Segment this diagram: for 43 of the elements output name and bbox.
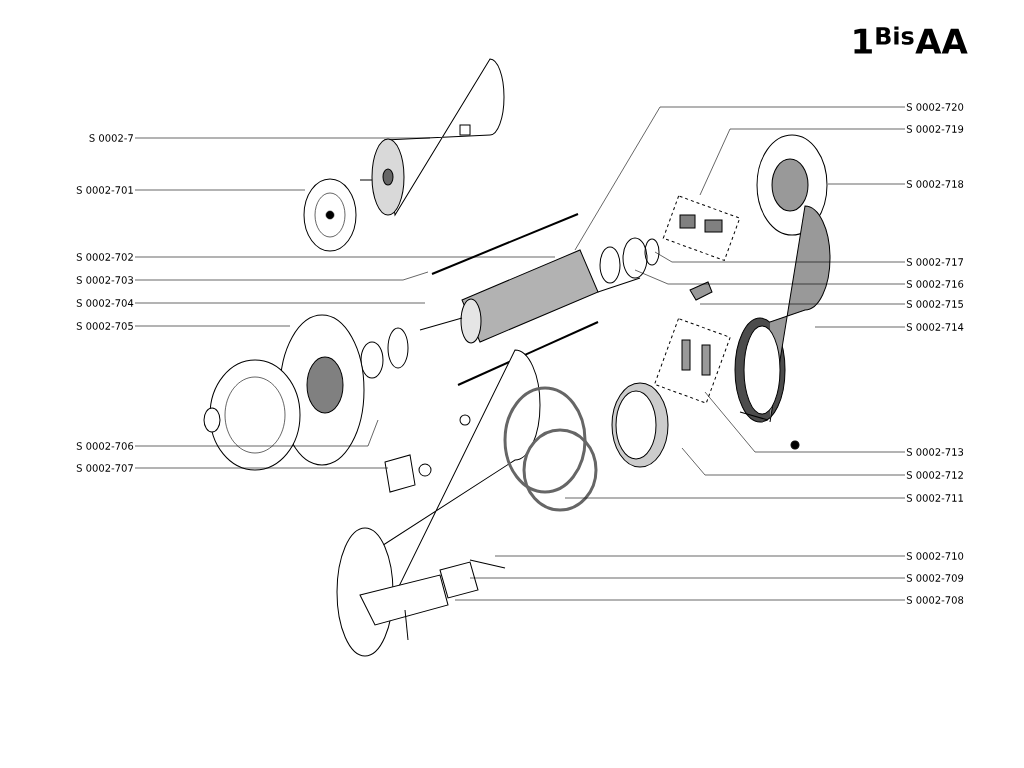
leader-line [134,419,379,447]
leader-line [454,599,906,601]
part-number: S 0002-703 [76,276,133,284]
leader-line [134,467,389,469]
part-number: S 0002-720 [906,103,964,111]
part-number: S 0002-709 [906,574,964,582]
part-number: S 0002-707 [76,464,133,472]
part-number: S 0002-711 [906,494,963,502]
leader-line [681,447,906,476]
part-number: S 0002-701 [76,186,133,194]
part-number: S 0002-702 [76,253,133,261]
part-number: S 0002-706 [76,442,134,450]
leader-line [704,391,906,453]
part-number: S 0002-718 [906,180,964,188]
leader-line [699,128,906,196]
part-number: S 0002-708 [906,596,964,604]
leader-line [134,325,291,327]
leader-line [134,271,429,281]
leader-line [564,497,906,499]
leader-line [469,577,906,579]
title: 1$^{Bis}$AA [854,26,968,54]
leader-line [699,303,906,305]
leader-line [134,256,556,258]
leader-line [134,137,431,139]
leader-line [634,269,906,285]
leader-line [574,106,906,251]
part-number: S 0002-710 [906,552,964,560]
leader-line [134,189,306,191]
leader-line [134,302,426,304]
leader-line [494,555,906,557]
part-number: S 0002-7 [89,134,133,142]
part-number: S 0002-704 [76,299,134,307]
part-number: S 0002-717 [906,258,963,266]
leader-line [827,183,906,185]
part-number: S 0002-712 [906,471,963,479]
leader-line [814,326,906,328]
part-number: S 0002-713 [906,448,964,456]
part-number: S 0002-719 [906,125,964,133]
part-number: S 0002-716 [906,280,964,288]
part-number: S 0002-714 [906,323,964,331]
part-number: S 0002-715 [906,300,963,308]
leader-line [654,251,906,263]
part-number: S 0002-705 [76,322,133,330]
